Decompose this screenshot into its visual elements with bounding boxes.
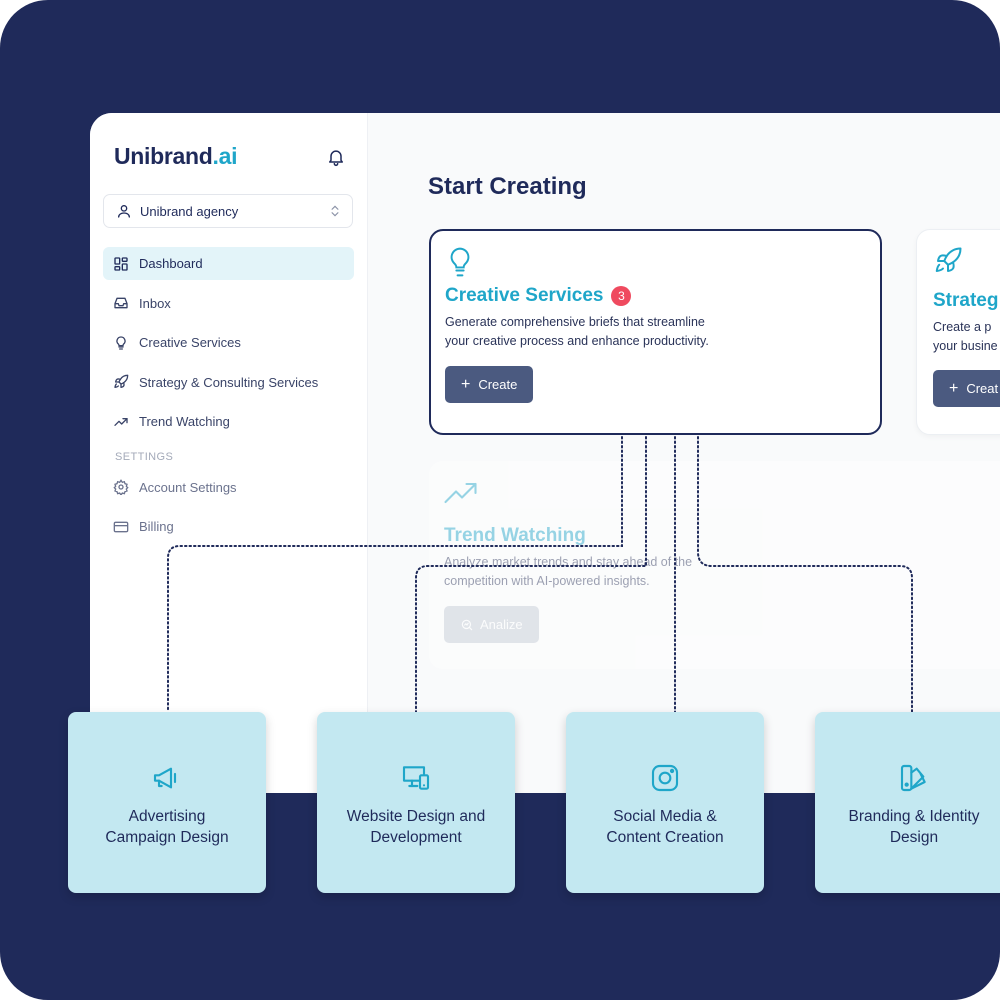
user-icon <box>116 203 132 219</box>
tile-label-line: Campaign Design <box>105 829 229 846</box>
sidebar: Unibrand.ai Unibrand agency Dashbo <box>90 113 368 793</box>
card-description: Create a p your busine <box>933 318 1000 356</box>
sidebar-item-dashboard[interactable]: Dashboard <box>103 247 354 280</box>
tile-label: Advertising Campaign Design <box>91 806 242 848</box>
card-title: Creative Services 3 <box>445 285 866 307</box>
bell-icon[interactable] <box>326 147 346 167</box>
lightbulb-icon <box>113 335 129 351</box>
card-desc-line: competition with AI-powered insights. <box>444 574 650 588</box>
palette-icon <box>900 764 926 792</box>
trend-icon <box>113 414 129 430</box>
analize-button-label: Analize <box>480 617 523 632</box>
instagram-icon <box>651 764 679 792</box>
create-button-label: Creat <box>966 381 999 396</box>
sidebar-item-label: Dashboard <box>139 256 203 271</box>
create-button[interactable]: + Create <box>445 366 534 403</box>
card-title: Trend Watching <box>444 525 586 546</box>
rocket-icon <box>935 247 962 272</box>
sidebar-item-label: Creative Services <box>139 335 241 350</box>
app-window: Unibrand.ai Unibrand agency Dashbo <box>90 113 1000 793</box>
card-desc-line: your busine <box>933 339 998 353</box>
sidebar-item-label: Billing <box>139 519 174 534</box>
megaphone-icon <box>153 767 177 789</box>
sidebar-nav: Dashboard Inbox Creative Services <box>103 247 354 550</box>
gear-icon <box>113 479 129 495</box>
strategy-create-button[interactable]: + Creat <box>933 370 1000 407</box>
dashboard-icon <box>113 256 129 272</box>
tile-label-line: Content Creation <box>606 829 724 846</box>
plus-icon: + <box>949 379 959 397</box>
card-desc-line: Analyze market trends and stay ahead of … <box>444 555 693 569</box>
card-title-text: Creative Services <box>445 285 604 306</box>
card-description: Analyze market trends and stay ahead of … <box>444 553 764 591</box>
sidebar-item-strategy[interactable]: Strategy & Consulting Services <box>103 366 354 399</box>
page-title: Start Creating <box>428 173 587 200</box>
service-tile-social[interactable]: Social Media & Content Creation <box>566 712 764 893</box>
card-desc-line: Create a p <box>933 320 992 334</box>
trend-icon <box>444 482 477 504</box>
tile-label: Branding & Identity Design <box>835 806 994 848</box>
tile-label-line: Development <box>370 829 462 846</box>
devices-icon <box>402 766 430 790</box>
account-name: Unibrand agency <box>140 203 239 219</box>
tile-label-line: Branding & Identity <box>848 808 980 825</box>
lightbulb-icon <box>450 247 470 277</box>
sidebar-item-billing[interactable]: Billing <box>103 510 354 543</box>
sidebar-item-account-settings[interactable]: Account Settings <box>103 471 354 504</box>
service-tile-branding[interactable]: Branding & Identity Design <box>815 712 1000 893</box>
notification-badge: 3 <box>611 286 632 306</box>
search-analyze-icon <box>460 618 474 632</box>
sidebar-item-inbox[interactable]: Inbox <box>103 287 354 320</box>
tile-label-line: Advertising <box>128 808 206 825</box>
creative-services-card[interactable]: Creative Services 3 Generate comprehensi… <box>429 229 882 435</box>
sidebar-item-label: Trend Watching <box>139 414 230 429</box>
tile-label-line: Website Design and <box>346 808 486 825</box>
sidebar-item-label: Account Settings <box>139 479 237 495</box>
card-icon <box>113 519 129 535</box>
logo-accent: .ai <box>212 143 238 169</box>
tile-label-line: Design <box>889 829 939 846</box>
main-content: Start Creating Creative Services 3 Gener… <box>368 113 1000 793</box>
plus-icon: + <box>461 375 471 393</box>
service-tile-website[interactable]: Website Design and Development <box>317 712 515 893</box>
tile-label: Social Media & Content Creation <box>592 806 737 848</box>
sidebar-item-label: Strategy & Consulting Services <box>139 374 319 390</box>
logo-main: Unibrand <box>114 143 213 169</box>
card-description: Generate comprehensive briefs that strea… <box>445 313 765 351</box>
create-button-label: Create <box>478 377 518 392</box>
chevron-updown-icon <box>328 204 342 218</box>
logo: Unibrand.ai <box>114 143 238 170</box>
analize-button[interactable]: Analize <box>444 606 539 643</box>
sidebar-item-creative-services[interactable]: Creative Services <box>103 326 354 359</box>
settings-section-label: SETTINGS <box>115 450 174 463</box>
rocket-icon <box>113 374 129 390</box>
card-title: Strateg <box>933 290 999 311</box>
sidebar-item-label: Inbox <box>139 295 171 311</box>
card-desc-line: your creative process and enhance produc… <box>445 334 709 348</box>
tile-label-line: Social Media & <box>613 808 717 825</box>
trend-watching-card[interactable]: Trend Watching Analyze market trends and… <box>429 461 1000 669</box>
card-desc-line: Generate comprehensive briefs that strea… <box>445 315 705 329</box>
inbox-icon <box>113 295 129 311</box>
service-tile-advertising[interactable]: Advertising Campaign Design <box>68 712 266 893</box>
tile-label: Website Design and Development <box>333 806 499 848</box>
account-switcher[interactable]: Unibrand agency <box>103 194 353 228</box>
strategy-card[interactable]: Strateg Create a p your busine + Creat <box>916 229 1000 435</box>
sidebar-item-trend-watching[interactable]: Trend Watching <box>103 405 354 438</box>
